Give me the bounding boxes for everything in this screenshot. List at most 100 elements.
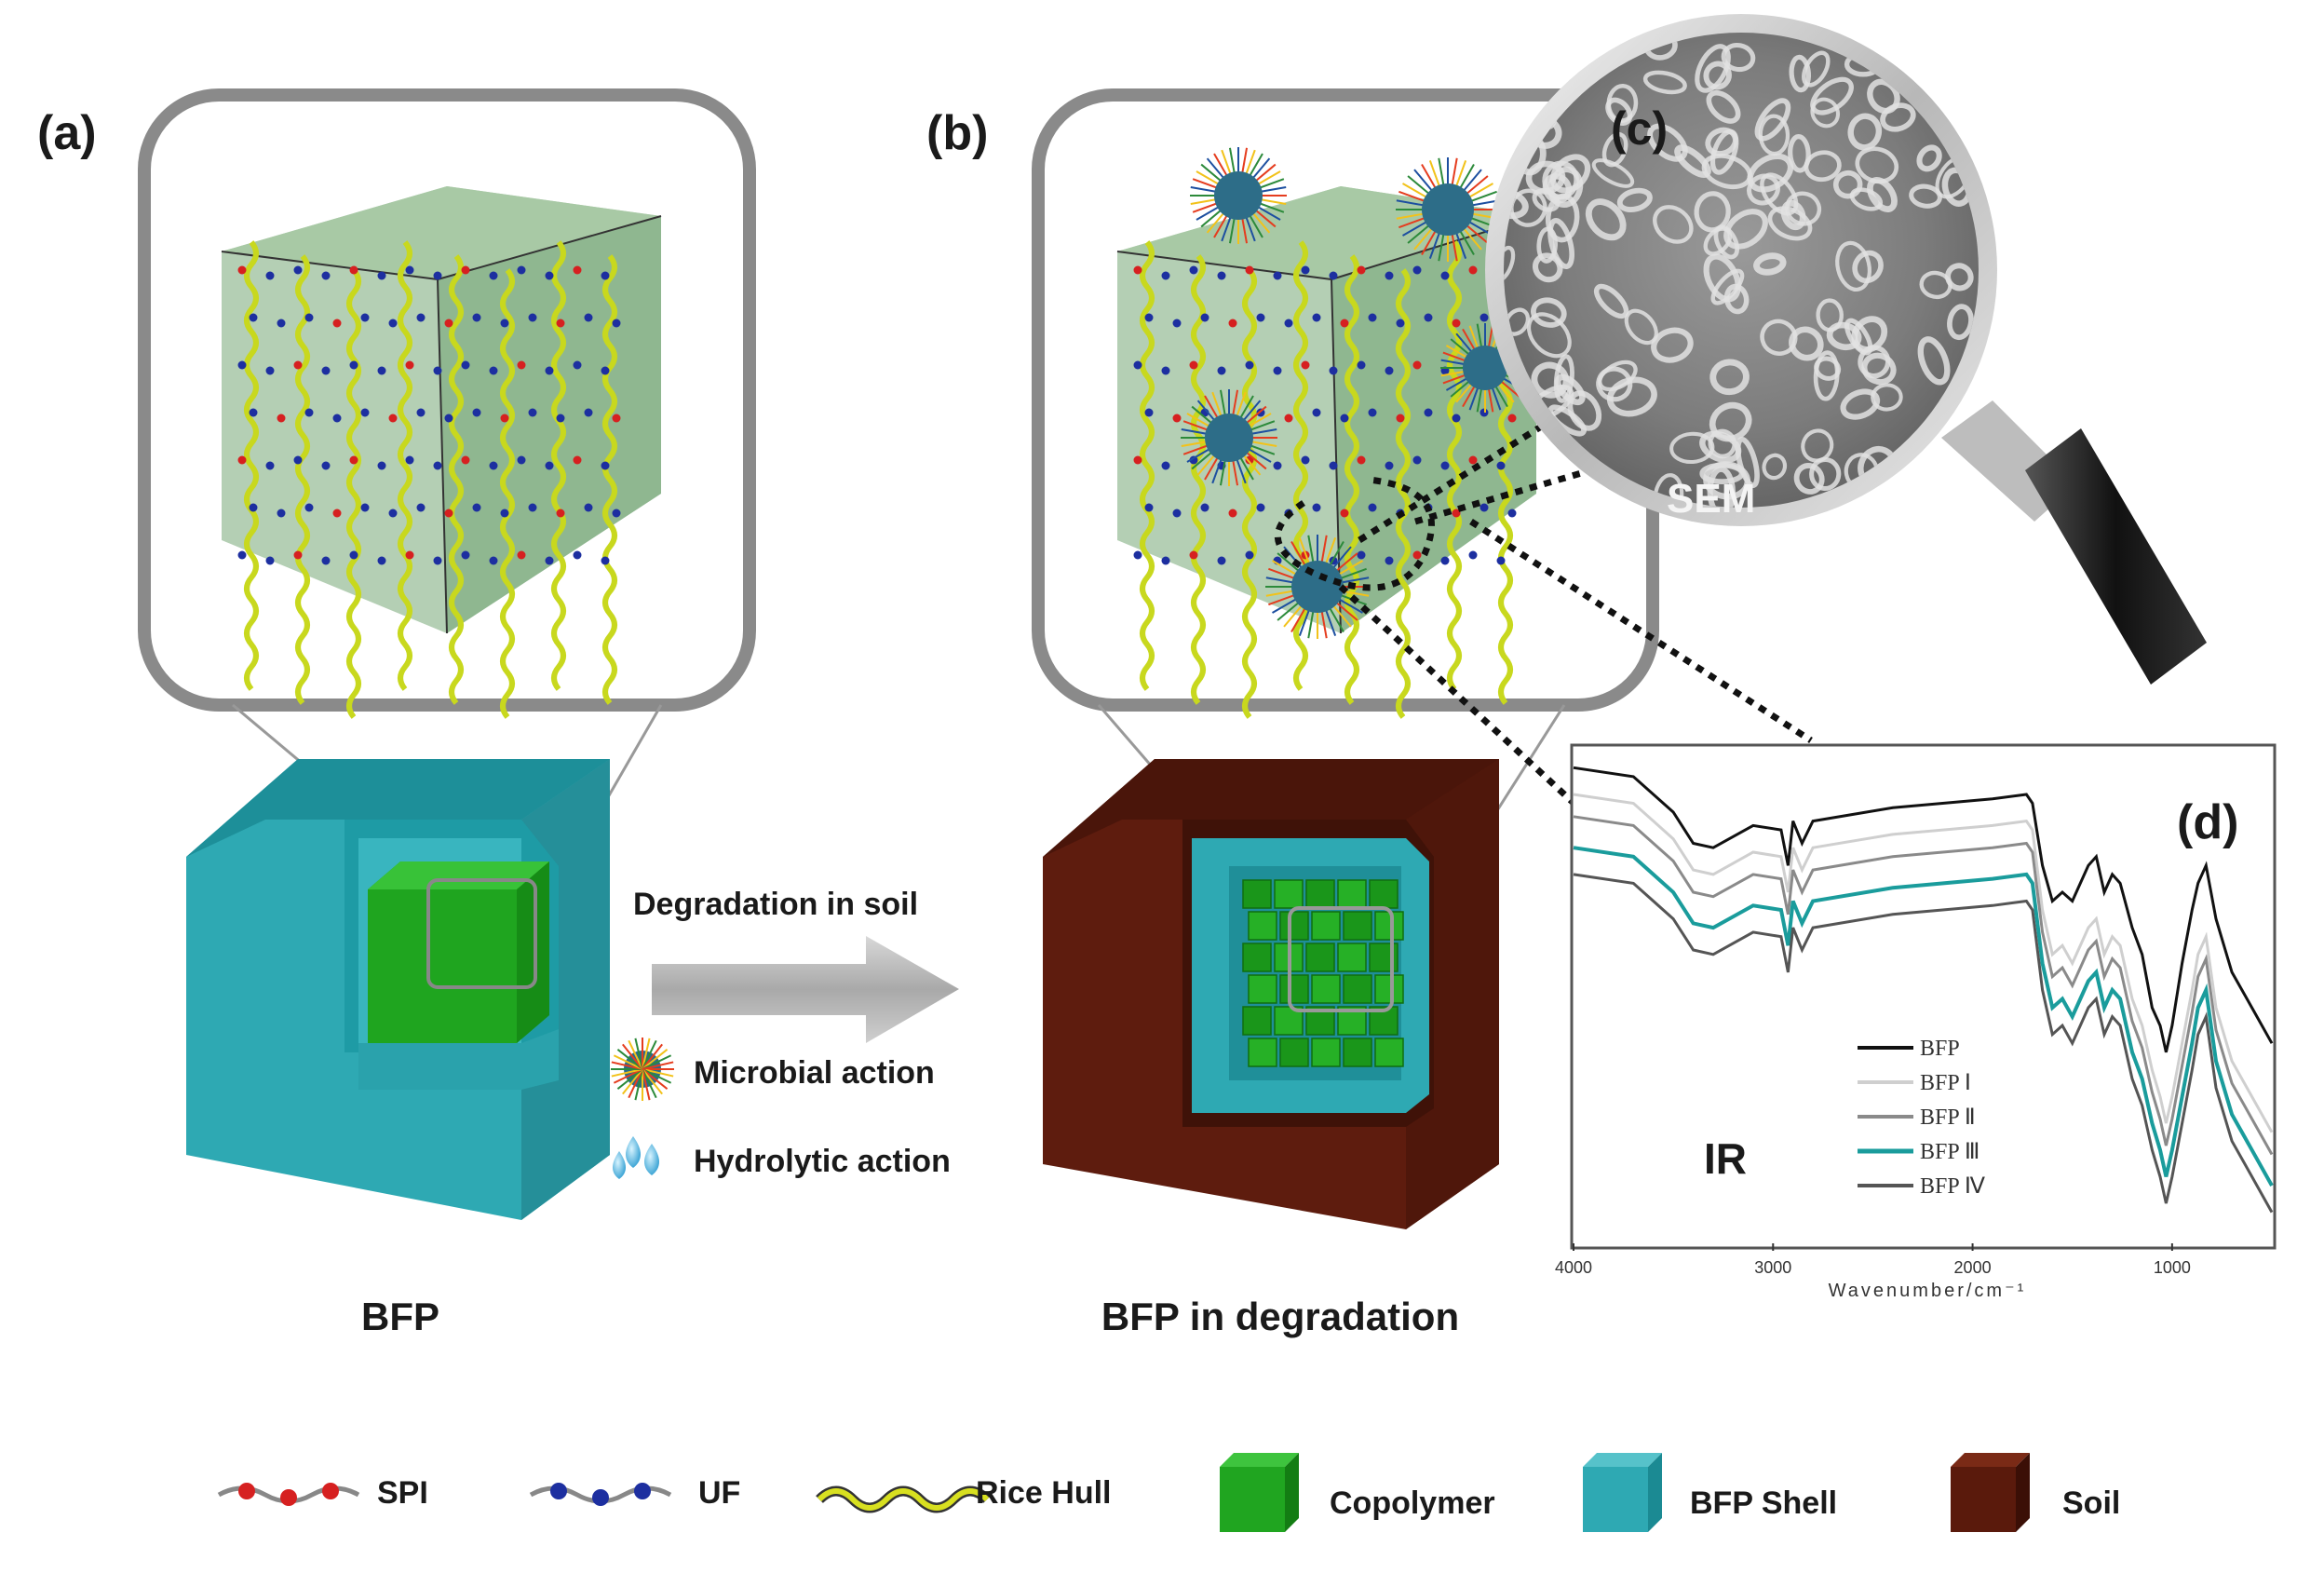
monomer-bead [1245, 360, 1254, 370]
sem-particle [1871, 383, 1903, 412]
monomer-bead [1357, 360, 1366, 370]
monomer-bead [349, 265, 358, 275]
monomer-bead [1329, 461, 1338, 470]
sem-particle [1721, 43, 1756, 73]
monomer-bead [1144, 503, 1154, 512]
rice-hull-chain [1242, 268, 1257, 719]
ir-legend-label: BFP Ⅳ [1920, 1174, 1985, 1199]
sem-particle [1703, 61, 1732, 90]
sem-particle [1945, 263, 1974, 292]
monomer-bead [360, 313, 370, 322]
fragment-block [1242, 879, 1272, 909]
monomer-bead [377, 271, 386, 280]
monomer-bead [1200, 503, 1209, 512]
monomer-bead [545, 271, 554, 280]
monomer-bead [528, 503, 537, 512]
monomer-bead [304, 313, 314, 322]
monomer-bead [377, 366, 386, 375]
ir-legend-label: BFP [1920, 1037, 1960, 1061]
monomer-bead [444, 509, 453, 518]
sem-particle [1585, 198, 1627, 241]
monomer-bead [1412, 360, 1422, 370]
rice-hull-chain [1293, 240, 1308, 691]
rice-hull-chain [295, 254, 310, 705]
rice-hull-chain [1344, 254, 1359, 705]
fragment-block [1374, 1038, 1404, 1067]
monomer-bead [545, 556, 554, 565]
fragment-block [1279, 1038, 1309, 1067]
monomer-bead [1245, 550, 1254, 560]
sem-particle [1701, 153, 1752, 190]
monomer-bead [1468, 455, 1478, 465]
monomer-bead [433, 461, 442, 470]
monomer-bead [405, 455, 414, 465]
sem-particle [1532, 252, 1563, 283]
monomer-bead [489, 366, 498, 375]
monomer-bead [405, 265, 414, 275]
monomer-bead [573, 550, 582, 560]
sem-particle [1919, 270, 1952, 300]
ir-series-line [1573, 873, 2274, 1214]
monomer-bead [1496, 556, 1506, 565]
sem-particle [1867, 78, 1900, 115]
degradation-arrow-icon [652, 936, 959, 1043]
microbe-cluster [1396, 157, 1500, 262]
sem-particle [1861, 352, 1897, 386]
monomer-bead [612, 414, 621, 423]
sem-particle [1647, 123, 1688, 162]
rice-hull-chain [449, 254, 464, 705]
monomer-bead [304, 503, 314, 512]
rice-hull-chain [346, 268, 361, 719]
sem-particle [1760, 319, 1798, 356]
monomer-bead [1273, 271, 1282, 280]
monomer-bead [1424, 408, 1433, 417]
sem-particle [1784, 191, 1822, 226]
monomer-bead [573, 360, 582, 370]
sem-particle [1593, 283, 1629, 319]
monomer-bead [360, 408, 370, 417]
shell-cube-icon [1583, 1453, 1662, 1532]
water-drop-icon [613, 1136, 659, 1179]
legend-uf: UF [698, 1475, 740, 1511]
monomer-bead [377, 461, 386, 470]
monomer-bead [556, 319, 565, 328]
ir-x-tick-label: 4000 [1555, 1258, 1592, 1277]
sem-particle [1852, 250, 1884, 284]
legend-rice-hull: Rice Hull [976, 1475, 1111, 1511]
ir-series-line [1573, 846, 2274, 1187]
monomer-bead [584, 408, 593, 417]
sem-particle [1709, 401, 1752, 442]
uf-chain-icon [529, 1483, 672, 1506]
sem-particle [1526, 312, 1572, 359]
monomer-bead [500, 319, 509, 328]
sem-particle [1753, 252, 1787, 276]
monomer-bead [293, 550, 303, 560]
monomer-bead [461, 265, 470, 275]
monomer-bead [237, 360, 247, 370]
sem-particle [1916, 144, 1942, 172]
monomer-bead [277, 319, 286, 328]
fragment-block [1248, 911, 1277, 941]
monomer-bead [1273, 461, 1282, 470]
monomer-bead [489, 461, 498, 470]
monomer-bead [1357, 265, 1366, 275]
sem-particle [1713, 224, 1740, 260]
microbe-icon [611, 1038, 674, 1101]
sem-particle [1547, 404, 1587, 437]
monomer-bead [265, 556, 275, 565]
monomer-bead [249, 408, 258, 417]
sem-particle [1747, 153, 1794, 193]
monomer-bead [249, 313, 258, 322]
rice-hull-chain [1140, 240, 1155, 691]
ir-series-line [1573, 815, 2274, 1156]
action-hydrolytic: Hydrolytic action [694, 1144, 951, 1179]
monomer-bead [584, 503, 593, 512]
fragment-block [1343, 974, 1372, 1004]
monomer-bead [1440, 556, 1450, 565]
sem-particle [1953, 104, 1979, 129]
monomer-bead [1480, 503, 1489, 512]
monomer-bead [1312, 503, 1321, 512]
panel-c: (c) SEM [1485, 14, 2207, 685]
